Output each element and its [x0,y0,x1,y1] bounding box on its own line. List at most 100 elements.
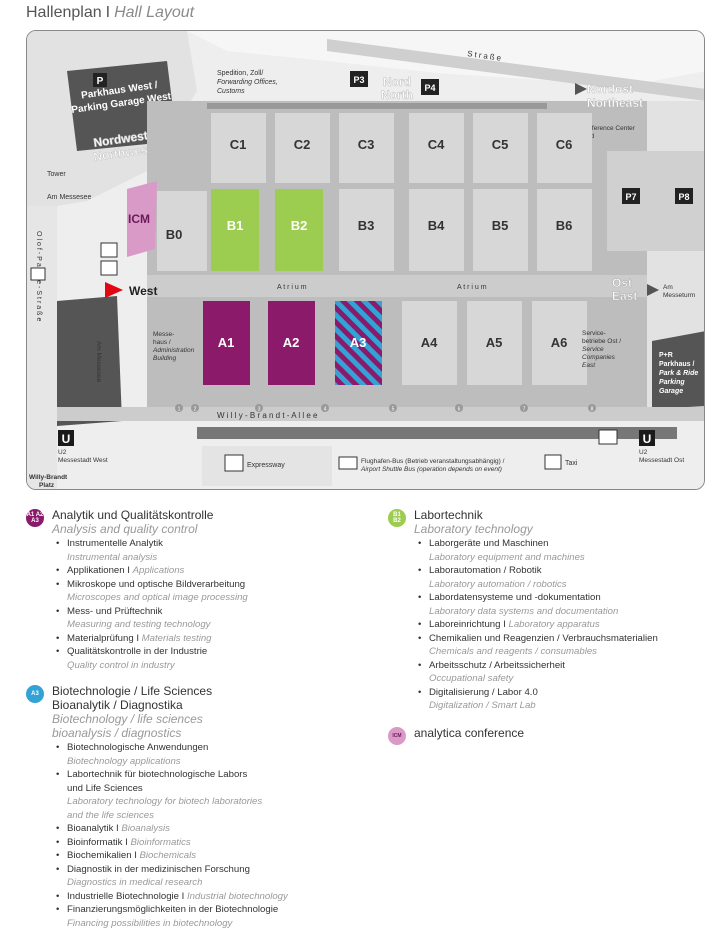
hall-c6[interactable] [537,113,592,183]
svg-text:Customs: Customs [217,88,245,95]
svg-text:B5: B5 [492,218,509,233]
west-entrance-label[interactable]: West [129,284,157,298]
northeast-label: Northeast [587,96,643,110]
am-messesee-road-label: Am Messesee [95,341,102,383]
list-item: Labortechnik für biotechnologische Labor… [55,768,366,822]
parking-p3 [350,71,368,87]
hall-c5[interactable] [473,113,528,183]
svg-text:2: 2 [194,407,197,413]
hall-a2[interactable] [268,301,315,385]
bus-sign-west-icon [100,260,118,276]
list-item: Applikationen I Applications [55,564,366,578]
svg-text:P3: P3 [353,75,364,85]
title-separator: I [105,4,111,21]
svg-text:B6: B6 [556,218,573,233]
svg-text:Messeturm: Messeturm [663,292,695,299]
badge-icm: ICM [388,727,406,745]
u-bahn-east-icon[interactable] [639,430,655,446]
ost-label: Ost [612,276,632,290]
svg-text:Garage: Garage [659,388,683,395]
svg-text:Building: Building [153,355,177,362]
hall-b4[interactable] [409,189,464,271]
list-item: Mikroskope und optische Bildverarbeitung… [55,578,366,605]
list-item: Labordatensysteme und -dokumentationLabo… [417,591,718,618]
willy-brandt-platz-label: Willy-Brandt [29,474,68,481]
entrance-sign-east-icon [598,429,618,445]
atrium-label: A t r i u m [277,284,307,291]
list-item: Bioanalytik I Bioanalysis [55,822,366,836]
hall-c2[interactable] [275,113,330,183]
pr-parkhaus-label: P+R [659,352,673,359]
legend-labor-title: Labortechnik [414,508,483,522]
list-item: Digitalisierung / Labor 4.0Digitalizatio… [417,686,718,713]
svg-text:A6: A6 [551,335,568,350]
svg-text:P4: P4 [424,83,435,93]
expressway-icon [224,454,244,472]
hall-c4[interactable] [409,113,464,183]
svg-text:3: 3 [258,407,261,413]
entrance-markers: 1 2 3 4 5 6 7 8 [175,404,596,413]
hall-b2[interactable] [275,189,323,271]
legend-icm-title: analytica conference [414,726,525,740]
hall-a6[interactable] [532,301,587,385]
service-east-label: Service- [582,330,606,337]
hall-b6[interactable] [537,189,592,271]
list-item: Finanzierungsmöglichkeiten in der Biotec… [55,903,366,930]
list-item: Materialprüfung I Materials testing [55,632,366,646]
hall-b1[interactable] [211,189,259,271]
atrium [147,275,647,297]
hall-b3[interactable] [339,189,394,271]
legend-analytik-title: Analytik und Qualitätskontrolle [52,508,214,522]
hall-a3[interactable] [335,301,382,385]
svg-text:C1: C1 [230,137,247,152]
svg-text:C4: C4 [428,137,445,152]
svg-text:8: 8 [591,407,594,413]
top-street [327,39,704,101]
svg-text:C5: C5 [492,137,509,152]
svg-text:A1: A1 [218,335,235,350]
icm-building[interactable] [127,181,157,257]
taxi-sign-west-icon [100,242,118,258]
svg-text:P7: P7 [625,192,636,202]
parking-p8 [675,188,693,204]
title-en: Hall Layout [114,4,195,21]
parking-p7 [622,188,640,204]
svg-text:7: 7 [523,407,526,413]
list-item: Chemikalien und Reagenzien / Verbrauchsm… [417,632,718,659]
west-park [57,296,122,426]
east-label: East [612,289,637,303]
hall-a1[interactable] [203,301,250,385]
svg-text:A5: A5 [486,335,503,350]
list-item: Bioinformatik I Bioinformatics [55,836,366,850]
hall-c1[interactable] [211,113,266,183]
svg-text:4: 4 [324,407,327,413]
svg-text:betriebe Ost /: betriebe Ost / [582,338,621,345]
svg-text:C2: C2 [294,137,311,152]
hall-row-a: A1 A2 A3 A4 A5 A6 [203,301,587,385]
u2-east-label: U2 [639,449,648,456]
hall-a4[interactable] [402,301,457,385]
legend-biotech-list: Biotechnologische AnwendungenBiotechnolo… [55,741,366,930]
svg-text:haus /: haus / [153,339,171,346]
nordost-arrow-icon [575,83,587,95]
u-bahn-west-icon[interactable] [58,430,74,446]
svg-text:Airport Shuttle Bus (operation: Airport Shuttle Bus (operation depends o… [360,466,502,473]
svg-text:1: 1 [178,407,181,413]
hall-b5[interactable] [473,189,528,271]
hall-b0[interactable] [157,191,207,271]
svg-text:Platz: Platz [39,482,55,489]
legend-icm: ICM analytica conference [388,726,718,745]
parking-icon [93,73,107,87]
hall-c3[interactable] [339,113,394,183]
hall-a5[interactable] [467,301,522,385]
willy-brandt-allee-road [57,407,704,421]
airport-bus-icon [338,456,358,470]
